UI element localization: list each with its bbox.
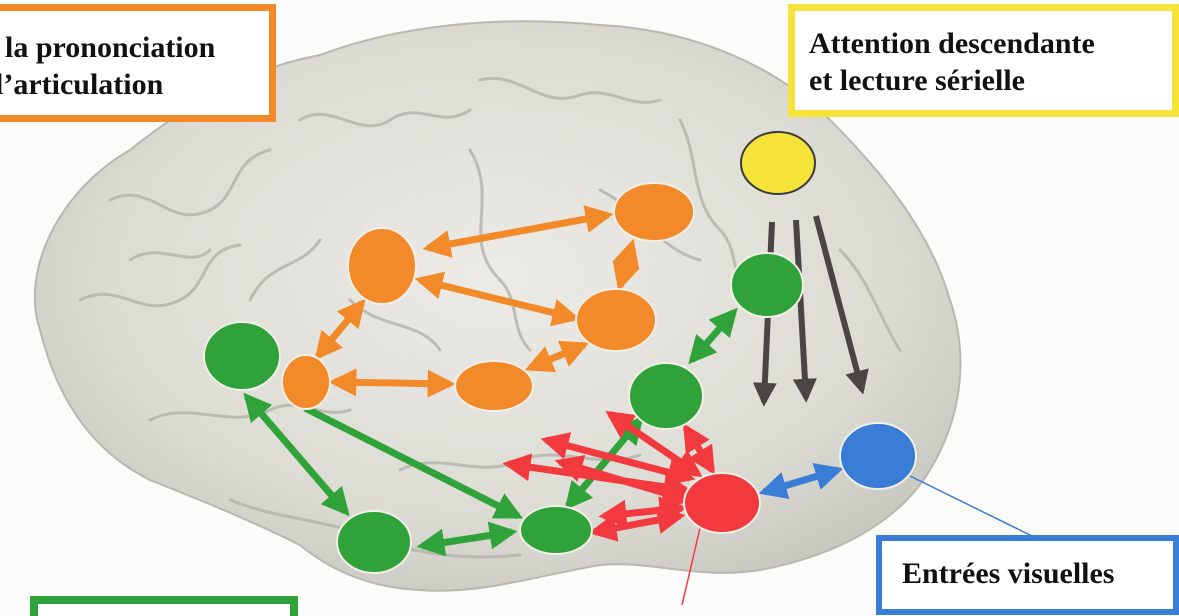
articulation-label-line1: la prononciation (5, 29, 269, 66)
region-articulation-5 (455, 361, 533, 411)
region-visual-input (840, 423, 916, 489)
articulation-label-box: la prononciation l’articulation (0, 4, 276, 122)
visual-label-line1: Entrées visuelles (902, 555, 1173, 592)
attention-label-box: Attention descendante et lecture sériell… (788, 4, 1179, 117)
semantic-label-box (30, 596, 298, 616)
articulation-label-line2: l’articulation (0, 66, 269, 103)
region-semantic-2 (337, 511, 411, 573)
region-articulation-3 (576, 289, 656, 351)
region-articulation-2 (614, 183, 694, 241)
visual-label-box: Entrées visuelles (876, 535, 1179, 615)
region-semantic-4 (629, 363, 703, 429)
attention-label-line2: et lecture sérielle (809, 62, 1172, 99)
region-semantic-5 (731, 253, 803, 317)
attention-label-line1: Attention descendante (809, 25, 1172, 62)
region-articulation-1 (348, 228, 416, 304)
region-semantic-1 (204, 322, 280, 390)
region-articulation-4 (282, 355, 330, 409)
visual-leader-line (910, 476, 1032, 536)
arrow-articulation-5 (334, 382, 450, 384)
region-visual-word-form (684, 473, 760, 533)
region-attention (741, 132, 815, 194)
region-semantic-3 (520, 506, 592, 554)
